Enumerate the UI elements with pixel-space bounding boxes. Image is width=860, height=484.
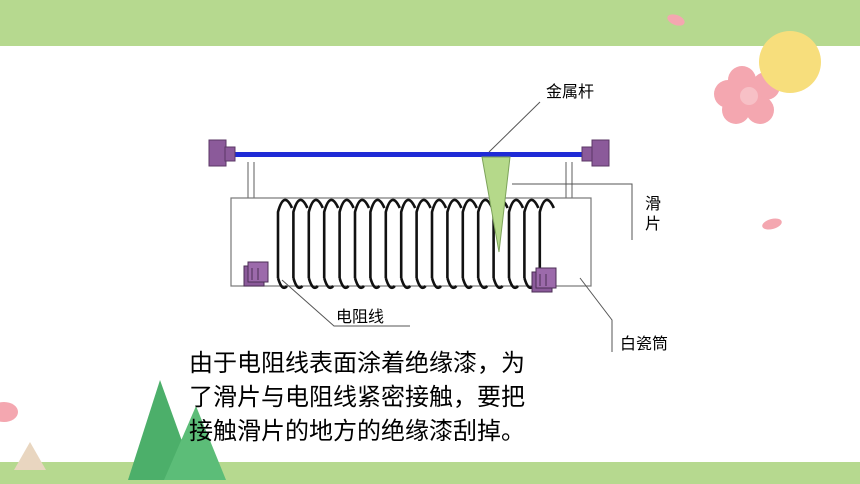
coil-turn-bottom [476,277,489,290]
coil-turn [430,198,448,278]
coil-turn [338,198,355,278]
metal-rod [234,152,584,157]
slider [481,156,511,253]
coil-turn-bottom [276,277,288,290]
rod-end-block [581,146,593,162]
coil-turn [369,198,386,278]
coil-turn [292,198,309,278]
top-banner [0,0,860,46]
coil-turn [353,198,371,278]
coil-turn [446,198,463,278]
rod-end-block [208,139,227,167]
flower-icon [714,66,780,124]
description-line: 由于电阻线表面涂着绝缘漆，为 [189,349,525,377]
porcelain-tube [230,197,592,287]
coil-turn-bottom [292,277,304,290]
petal-icon [762,218,782,230]
label-metal-rod: 金属杆 [546,82,595,101]
coil-turn-bottom [461,277,473,290]
coil-turn-bottom [399,277,412,290]
coil-turn [399,198,417,278]
description-line: 了滑片与电阻线紧密接触，要把 [189,383,525,411]
coil-turn [538,198,555,278]
coil-turn-bottom [369,277,381,290]
coil-turn-bottom [353,277,365,290]
coil-turn-bottom [507,277,519,290]
coil-turn-bottom [492,277,504,290]
petal-icon [667,14,685,26]
coil-turn-bottom [322,277,335,290]
sun-icon [759,31,821,93]
leader-line-slider [512,183,633,240]
coil-turn [276,198,294,278]
terminal-right [531,267,557,293]
leader-line-wire [281,279,410,327]
petal-icon [0,402,18,422]
coil-turn-bottom [415,277,427,290]
rod-end-block [591,139,610,167]
coil-turn [384,198,401,278]
label-porcelain-tube: 白瓷筒 [620,334,669,353]
coil-turn [461,198,478,278]
coil-turn-bottom [430,277,442,290]
description-text: 由于电阻线表面涂着绝缘漆，为 了滑片与电阻线紧密接触，要把 接触滑片的地方的绝缘… [189,346,599,448]
label-resistance-wire: 电阻线 [336,307,385,326]
coil-turn [415,198,432,278]
coil-turn-bottom [446,277,458,290]
rod-end-block [224,146,236,162]
coil-turn [322,198,340,278]
description-line: 接触滑片的地方的绝缘漆刮掉。 [189,417,525,445]
leader-line-rod [488,101,541,153]
terminal-left [243,261,269,287]
coil-turn [307,198,324,278]
hill-icon [14,442,46,470]
leader-line-tube [579,277,613,352]
coil-turn-bottom [307,277,319,290]
coil-turn [523,198,540,278]
coil-turn-bottom [384,277,396,290]
tree-icon [164,406,226,480]
label-slider: 滑片 [644,194,661,233]
coil-turn-bottom [338,277,350,290]
coil-turn [507,198,525,278]
